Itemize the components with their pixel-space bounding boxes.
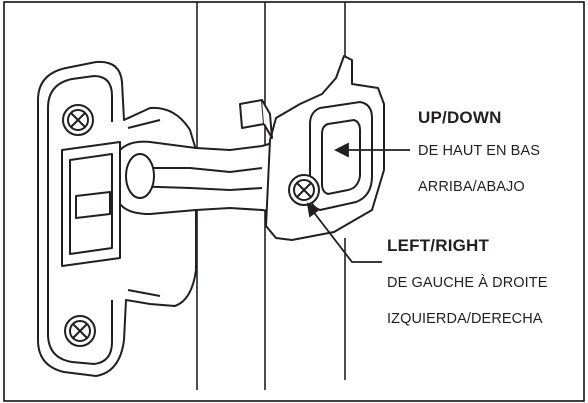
- mounting-screw-bottom: [64, 315, 96, 347]
- hinge-cup-plate: [239, 55, 385, 241]
- frame-border: [3, 1, 585, 402]
- up-down-spanish: ARRIBA/ABAJO: [418, 179, 525, 195]
- left-right-french: DE GAUCHE À DROITE: [387, 275, 548, 291]
- left-right-arrow: [306, 202, 382, 263]
- up-down-french: DE HAUT EN BAS: [418, 143, 540, 159]
- left-right-title: LEFT/RIGHT: [387, 236, 490, 255]
- up-down-arrow: [333, 142, 410, 158]
- up-down-title: UP/DOWN: [418, 108, 502, 127]
- left-right-spanish: IZQUIERDA/DERECHA: [387, 311, 543, 327]
- mounting-screw-top: [62, 104, 94, 136]
- hinge-arm: [119, 137, 293, 215]
- hinge-mounting-plate: [37, 60, 197, 377]
